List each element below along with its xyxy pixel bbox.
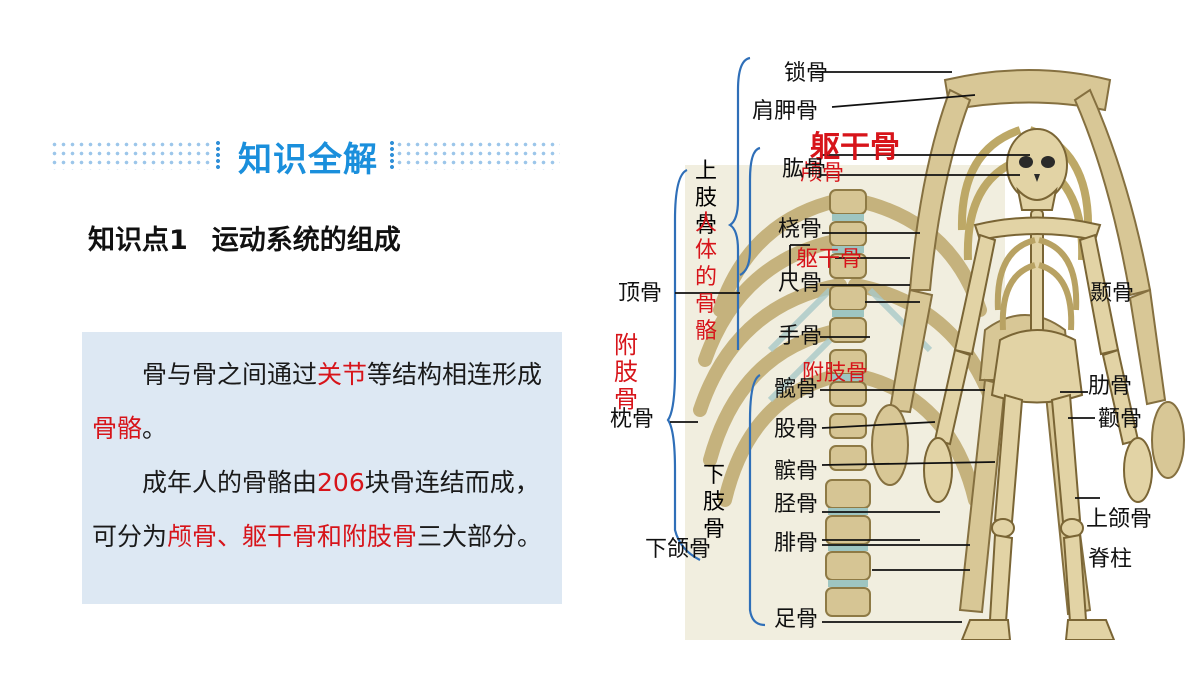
label-hand: 手骨 <box>778 324 823 349</box>
label-temporal: 颞骨 <box>1090 281 1135 306</box>
label-patella: 髌骨 <box>774 459 819 484</box>
section-header: 知识全解 <box>50 128 560 182</box>
label-ulna: 尺骨 <box>778 271 823 296</box>
label-femur: 股骨 <box>774 417 819 442</box>
knowledge-point-heading: 知识点1 运动系统的组成 <box>88 218 401 257</box>
label-mandible: 下颌骨 <box>645 537 712 562</box>
label-spine: 脊柱 <box>1088 547 1133 572</box>
label-trunk-big: 躯干骨 <box>810 130 900 165</box>
label-radius: 桡骨 <box>778 217 823 242</box>
label-tibia: 胫骨 <box>774 492 819 517</box>
brackets <box>666 56 766 627</box>
label-fibula: 腓骨 <box>774 531 819 556</box>
header-bar-right <box>390 140 394 170</box>
label-trunk-red: 躯干骨 <box>796 247 863 272</box>
label-humerus: 肱骨 <box>782 157 827 182</box>
background-ribs <box>693 193 1002 507</box>
highlight-joint: 关节 <box>317 360 368 389</box>
skeleton-figure: 锁骨 肩胛骨 躯干骨 颅骨 肱骨 桡骨 躯干骨 尺骨 顶骨 手骨 附肢骨 髋骨 … <box>590 50 1190 640</box>
label-parietal: 顶骨 <box>618 281 663 306</box>
label-clavicle: 锁骨 <box>784 61 829 86</box>
label-appendicular-vertical: 附肢骨 <box>614 331 638 413</box>
front-ribs <box>994 237 1080 331</box>
highlight-bone-groups: 颅骨、躯干骨和附肢骨 <box>167 522 418 551</box>
dot-pattern-right <box>395 140 560 170</box>
text-run: 三大部分。 <box>417 522 543 551</box>
skeleton-illustration <box>666 56 1185 640</box>
section-title: 知识全解 <box>238 140 378 180</box>
label-scapula: 肩胛骨 <box>752 99 819 124</box>
content-box: 骨与骨之间通过关节等结构相连形成骨骼。 成年人的骨骼由206块骨连结而成，可分为… <box>82 332 562 604</box>
highlight-skeleton: 骨骼 <box>92 414 143 443</box>
text-run: 骨与骨之间通过 <box>142 360 318 389</box>
knowledge-point-title: 运动系统的组成 <box>211 225 401 256</box>
front-skeleton <box>923 128 1153 640</box>
label-appendicular-red: 附肢骨 <box>802 361 869 386</box>
label-occipital: 枕骨 <box>610 407 655 432</box>
text-run: 块骨连结而成，可分为 <box>92 468 540 551</box>
skull-features <box>1019 156 1055 182</box>
dot-pattern-left <box>50 140 210 170</box>
knowledge-point-number: 知识点1 <box>88 225 188 256</box>
paragraph-1: 骨与骨之间通过关节等结构相连形成骨骼。 <box>92 348 544 456</box>
label-maxilla: 上颌骨 <box>1086 507 1153 532</box>
label-rib: 肋骨 <box>1088 374 1133 399</box>
paragraph-2: 成年人的骨骼由206块骨连结而成，可分为颅骨、躯干骨和附肢骨三大部分。 <box>92 456 544 564</box>
label-foot: 足骨 <box>774 607 819 632</box>
label-human-skeleton-vertical: 人体的骨骼 <box>694 211 717 344</box>
label-skull-red: 颅骨 <box>800 161 845 186</box>
label-zygomatic: 颧骨 <box>1098 407 1143 432</box>
label-upper-limb-vertical: 上肢骨 <box>694 159 717 238</box>
label-lower-limb-vertical: 下肢骨 <box>702 463 725 542</box>
text-run: 。 <box>142 414 168 443</box>
highlight-count: 206 <box>317 468 365 497</box>
label-hip: 髋骨 <box>774 377 819 402</box>
header-bar-left <box>216 140 220 170</box>
leader-lines <box>670 71 1100 623</box>
text-run: 成年人的骨骼由 <box>142 468 318 497</box>
text-run: 等结构相连形成 <box>367 360 543 389</box>
